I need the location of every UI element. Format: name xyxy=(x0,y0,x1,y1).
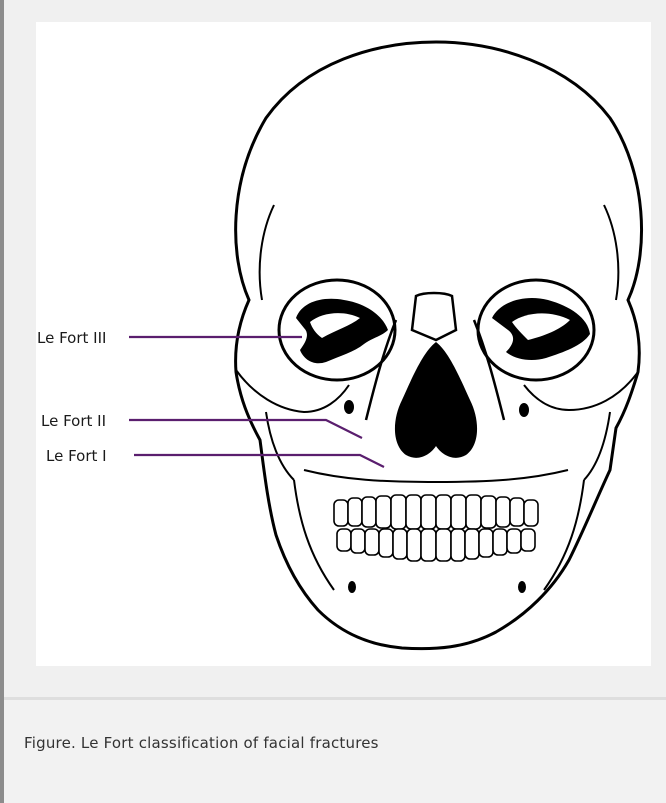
le-fort-iii-label: Le Fort III xyxy=(37,329,106,347)
nasal-bones xyxy=(412,293,456,340)
caption-panel: Figure. Le Fort classification of facial… xyxy=(4,700,666,803)
mental-foramen-right xyxy=(518,581,526,593)
foramen-right xyxy=(519,403,529,417)
le-fort-i-label: Le Fort I xyxy=(46,447,107,465)
skull-illustration: Le Fort III Le Fort II Le Fort I xyxy=(36,22,651,666)
figure-panel: Le Fort III Le Fort II Le Fort I xyxy=(4,0,666,697)
mental-foramen-left xyxy=(348,581,356,593)
le-fort-ii-label: Le Fort II xyxy=(41,412,106,430)
figure-caption: Figure. Le Fort classification of facial… xyxy=(24,734,379,752)
foramen-left xyxy=(344,400,354,414)
upper-teeth xyxy=(334,495,538,529)
